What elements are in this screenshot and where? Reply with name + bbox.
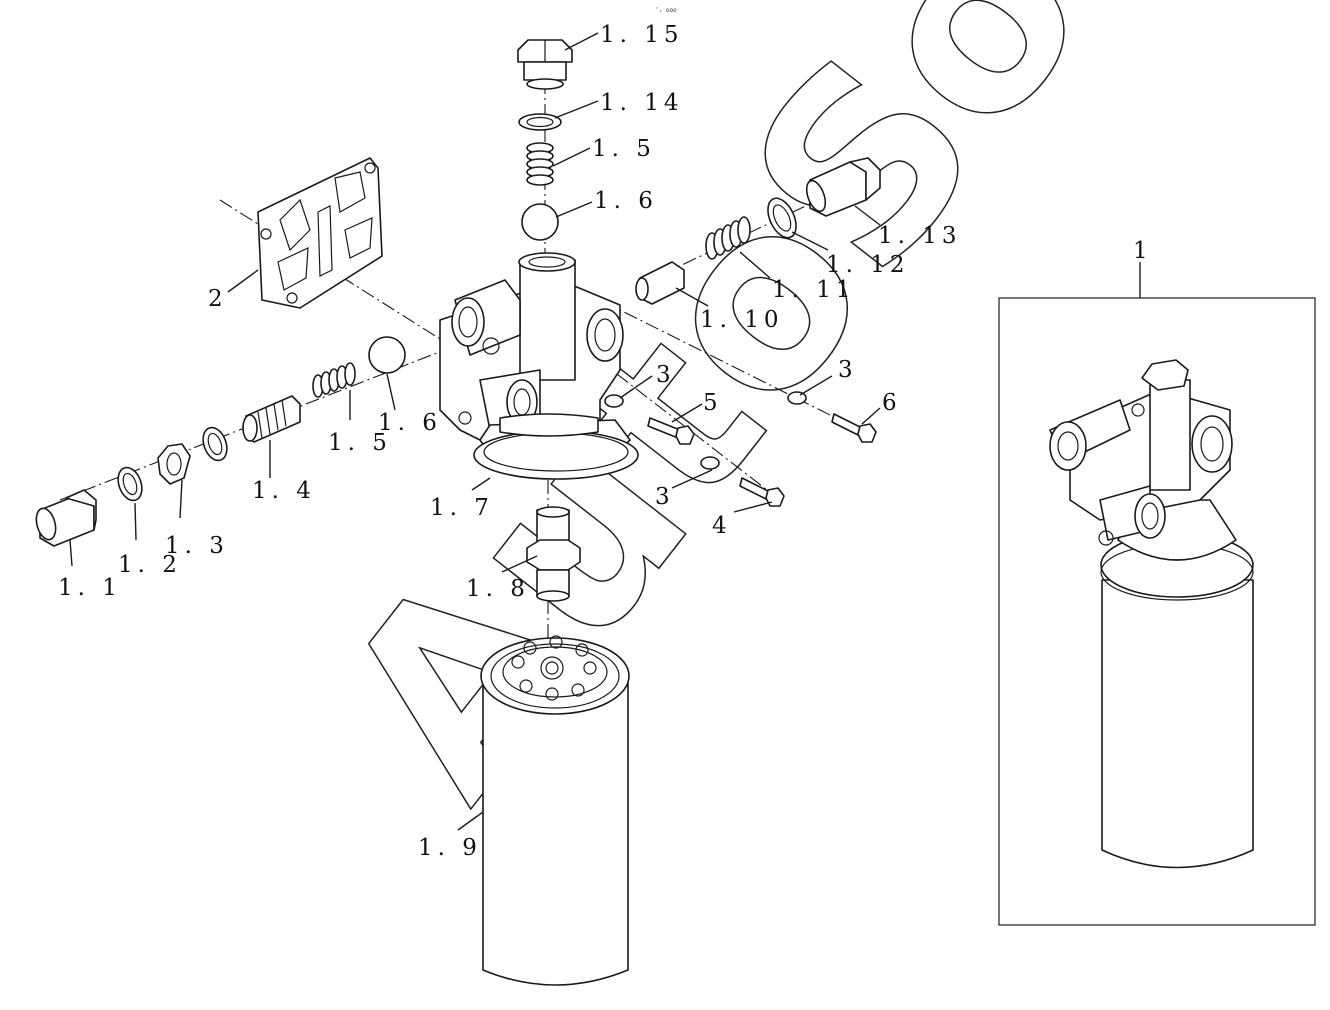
plug-1-1 xyxy=(35,489,97,547)
callout-1-12: 1. 12 xyxy=(826,252,910,278)
callout-labels: 1. 15 1. 14 1. 5 1. 6 1. 13 1. 12 1. 11 … xyxy=(58,22,1153,861)
callout-1-11: 1. 11 xyxy=(772,277,856,303)
callout-1-4: 1. 4 xyxy=(252,478,316,504)
spring-1-5-top xyxy=(526,142,554,186)
plunger-1-10 xyxy=(635,261,685,305)
plug-1-15 xyxy=(517,39,573,90)
callout-1-7: 1. 7 xyxy=(430,495,494,521)
callout-1-6-top: 1. 6 xyxy=(594,188,658,214)
washer-1-14 xyxy=(518,113,562,131)
assembly-inset-1 xyxy=(998,297,1316,926)
bolt-4 xyxy=(739,477,785,507)
callout-1-8: 1. 8 xyxy=(466,576,530,602)
lock-washer-3-b xyxy=(787,391,807,405)
callout-1-1: 1. 1 xyxy=(58,575,122,601)
gasket-2 xyxy=(257,157,383,309)
callout-1: 1 xyxy=(1133,238,1153,264)
callout-1-2: 1. 2 xyxy=(118,552,182,578)
leader-lines xyxy=(69,32,1141,831)
nut-1-3 xyxy=(157,443,191,485)
callout-5: 5 xyxy=(703,390,723,416)
callout-3-a: 3 xyxy=(656,362,676,388)
plug-1-13 xyxy=(805,157,881,217)
callout-1-6-left: 1. 6 xyxy=(378,410,442,436)
filter-head-housing xyxy=(439,252,639,480)
washer-1-2b xyxy=(202,426,228,462)
callout-6: 6 xyxy=(882,390,902,416)
nipple-1-8 xyxy=(526,506,581,602)
inset-frame xyxy=(998,297,1316,926)
callout-3-b: 3 xyxy=(838,357,858,383)
header-code: ″ᵢ ooo xyxy=(655,7,677,14)
callout-3-c: 3 xyxy=(655,484,675,510)
callout-1-3: 1. 3 xyxy=(165,533,229,559)
lock-washer-3-c xyxy=(700,456,720,470)
washer-1-2 xyxy=(117,466,143,502)
filter-cartridge-1-9 xyxy=(480,635,630,986)
ball-1-6-left xyxy=(368,336,406,374)
adjuster-1-4 xyxy=(242,395,301,443)
washer-1-12 xyxy=(767,197,797,239)
callout-1-9: 1. 9 xyxy=(418,835,482,861)
callout-1-14: 1. 14 xyxy=(600,90,684,116)
callout-1-15: 1. 15 xyxy=(600,22,684,48)
axis-line-bolt-4 xyxy=(559,329,781,501)
callout-1-5-top: 1. 5 xyxy=(592,136,656,162)
callout-1-13: 1. 13 xyxy=(878,223,962,249)
callout-4: 4 xyxy=(712,513,732,539)
bolt-5 xyxy=(647,417,695,445)
callout-1-10: 1. 10 xyxy=(700,307,784,333)
callout-2: 2 xyxy=(208,286,228,312)
ball-1-6-top xyxy=(521,203,559,241)
lock-washer-3-a xyxy=(604,394,624,408)
spring-1-5-left xyxy=(312,362,356,398)
spring-1-11 xyxy=(705,216,751,260)
bolt-6 xyxy=(831,413,877,443)
callout-1-5-left: 1. 5 xyxy=(328,430,392,456)
